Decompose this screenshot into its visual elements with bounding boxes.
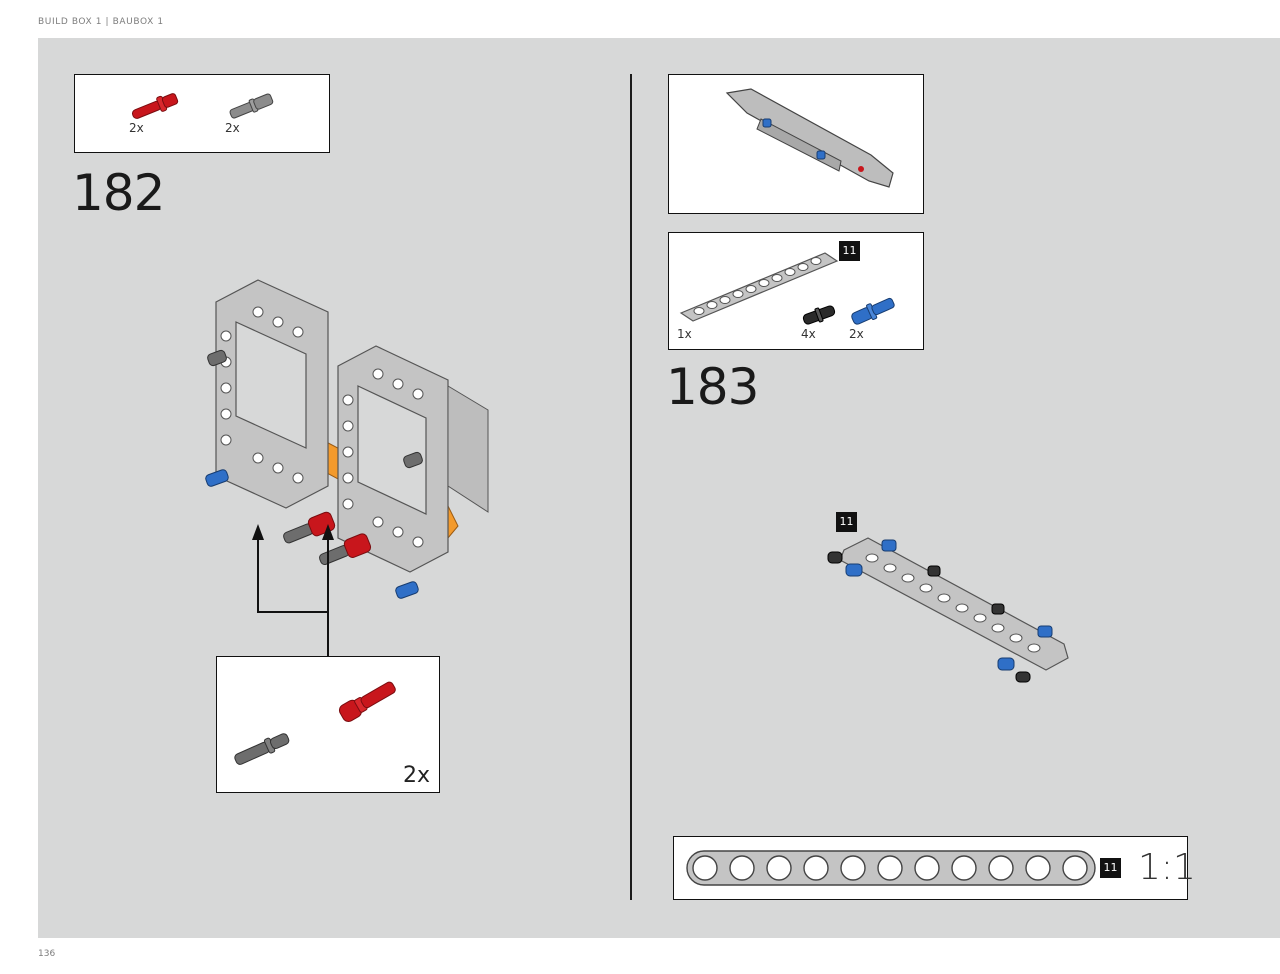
blue-pin-icon <box>851 297 895 325</box>
step-183-black-pin-qty: 4x <box>801 327 816 341</box>
page-header: BUILD BOX 1 | BAUBOX 1 <box>38 17 164 27</box>
ruler-length-badge: 11 <box>1100 858 1121 878</box>
step-183-beam-qty: 1x <box>677 327 692 341</box>
gray-axle-pin-icon <box>234 733 290 765</box>
step-182-number: 182 <box>72 164 165 222</box>
step-183-model-badge: 11 <box>836 512 857 532</box>
step-182-subassembly-callout: 2x <box>216 656 440 793</box>
instruction-canvas: 2x 2x 182 <box>38 38 1280 938</box>
step-182-gray-pin-qty: 2x <box>225 121 240 135</box>
step-182-insertion-arrows <box>252 524 334 656</box>
gray-axle-pin-icon <box>229 93 274 119</box>
blue-pin-icon <box>205 469 419 599</box>
gray-frame-right-icon <box>337 345 489 573</box>
red-axle-pin-icon <box>131 93 179 119</box>
step-183-blue-pin-qty: 2x <box>849 327 864 341</box>
step-182-subassembly-qty: 2x <box>403 763 431 788</box>
step-183-number: 183 <box>666 358 759 416</box>
page-divider <box>630 74 632 900</box>
step-183-assembly-illustration <box>827 537 1069 683</box>
step-183-context-callout <box>668 74 924 214</box>
page-number: 136 <box>38 949 56 959</box>
black-pin-icon <box>802 305 836 325</box>
gray-beam-11-icon <box>679 252 839 322</box>
step-183-parts-callout: 11 1x 4x 2x <box>668 232 924 350</box>
beam-11-ruler-icon <box>686 850 1096 886</box>
red-axle-pin-inserted-icon <box>283 511 372 566</box>
step-182-parts-callout: 2x 2x <box>74 74 330 153</box>
step-182-red-pin-qty: 2x <box>129 121 144 135</box>
scale-ruler-callout: 11 1:1 <box>673 836 1196 900</box>
red-axle-pin-icon <box>338 681 396 722</box>
step-182-assembly-illustration <box>205 279 489 599</box>
step-183-beam-length-badge: 11 <box>839 241 860 261</box>
context-assembly-illustration <box>725 88 894 188</box>
gray-frame-left-icon <box>215 279 329 509</box>
scale-ratio-label: 1:1 <box>1138 847 1196 888</box>
assembly-arrow-icon <box>298 713 341 741</box>
